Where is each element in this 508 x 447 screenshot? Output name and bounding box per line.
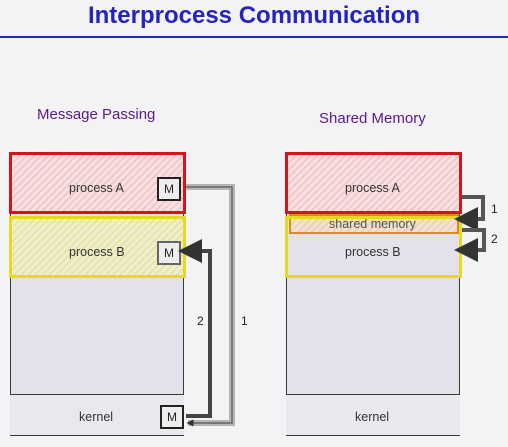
kernel-box: kernel M [10, 394, 184, 436]
message-passing-label: Message Passing [37, 106, 156, 123]
shared-memory-label: Shared Memory [319, 110, 426, 127]
process-a-label: process A [69, 181, 124, 195]
mailbox-kernel: M [160, 405, 184, 429]
kernel-box: kernel [286, 394, 460, 436]
kernel-label: kernel [79, 410, 114, 424]
mp-arrow-1-label: 1 [241, 314, 248, 328]
sm-arrow-write [454, 195, 485, 231]
process-b-label: process B [345, 245, 401, 259]
kernel-label: kernel [355, 410, 390, 424]
mailbox-a: M [157, 177, 181, 201]
message-passing-diagram: process A M process B M kernel M [9, 152, 187, 436]
sm-arrow-read [454, 228, 486, 262]
shared-memory-label: shared memory [329, 217, 416, 231]
mp-arrow-receive [178, 239, 212, 418]
process-a-label: process A [345, 181, 400, 195]
sm-arrow-1-label: 1 [491, 202, 498, 216]
slide-title: Interprocess Communication [87, 2, 421, 29]
sm-arrow-2-label: 2 [491, 232, 498, 246]
mp-arrow-send-outline [186, 186, 233, 427]
shared-memory-region: shared memory [289, 214, 459, 234]
title-underline [0, 36, 508, 38]
mailbox-b: M [157, 241, 181, 265]
shared-memory-diagram: process A shared memory process B kernel [285, 152, 463, 436]
process-b-label: process B [69, 245, 125, 259]
process-a-box: process A M [9, 152, 186, 214]
process-a-box: process A [285, 152, 462, 214]
process-b-box: process B M [9, 216, 186, 278]
mp-arrow-2-label: 2 [197, 314, 204, 328]
